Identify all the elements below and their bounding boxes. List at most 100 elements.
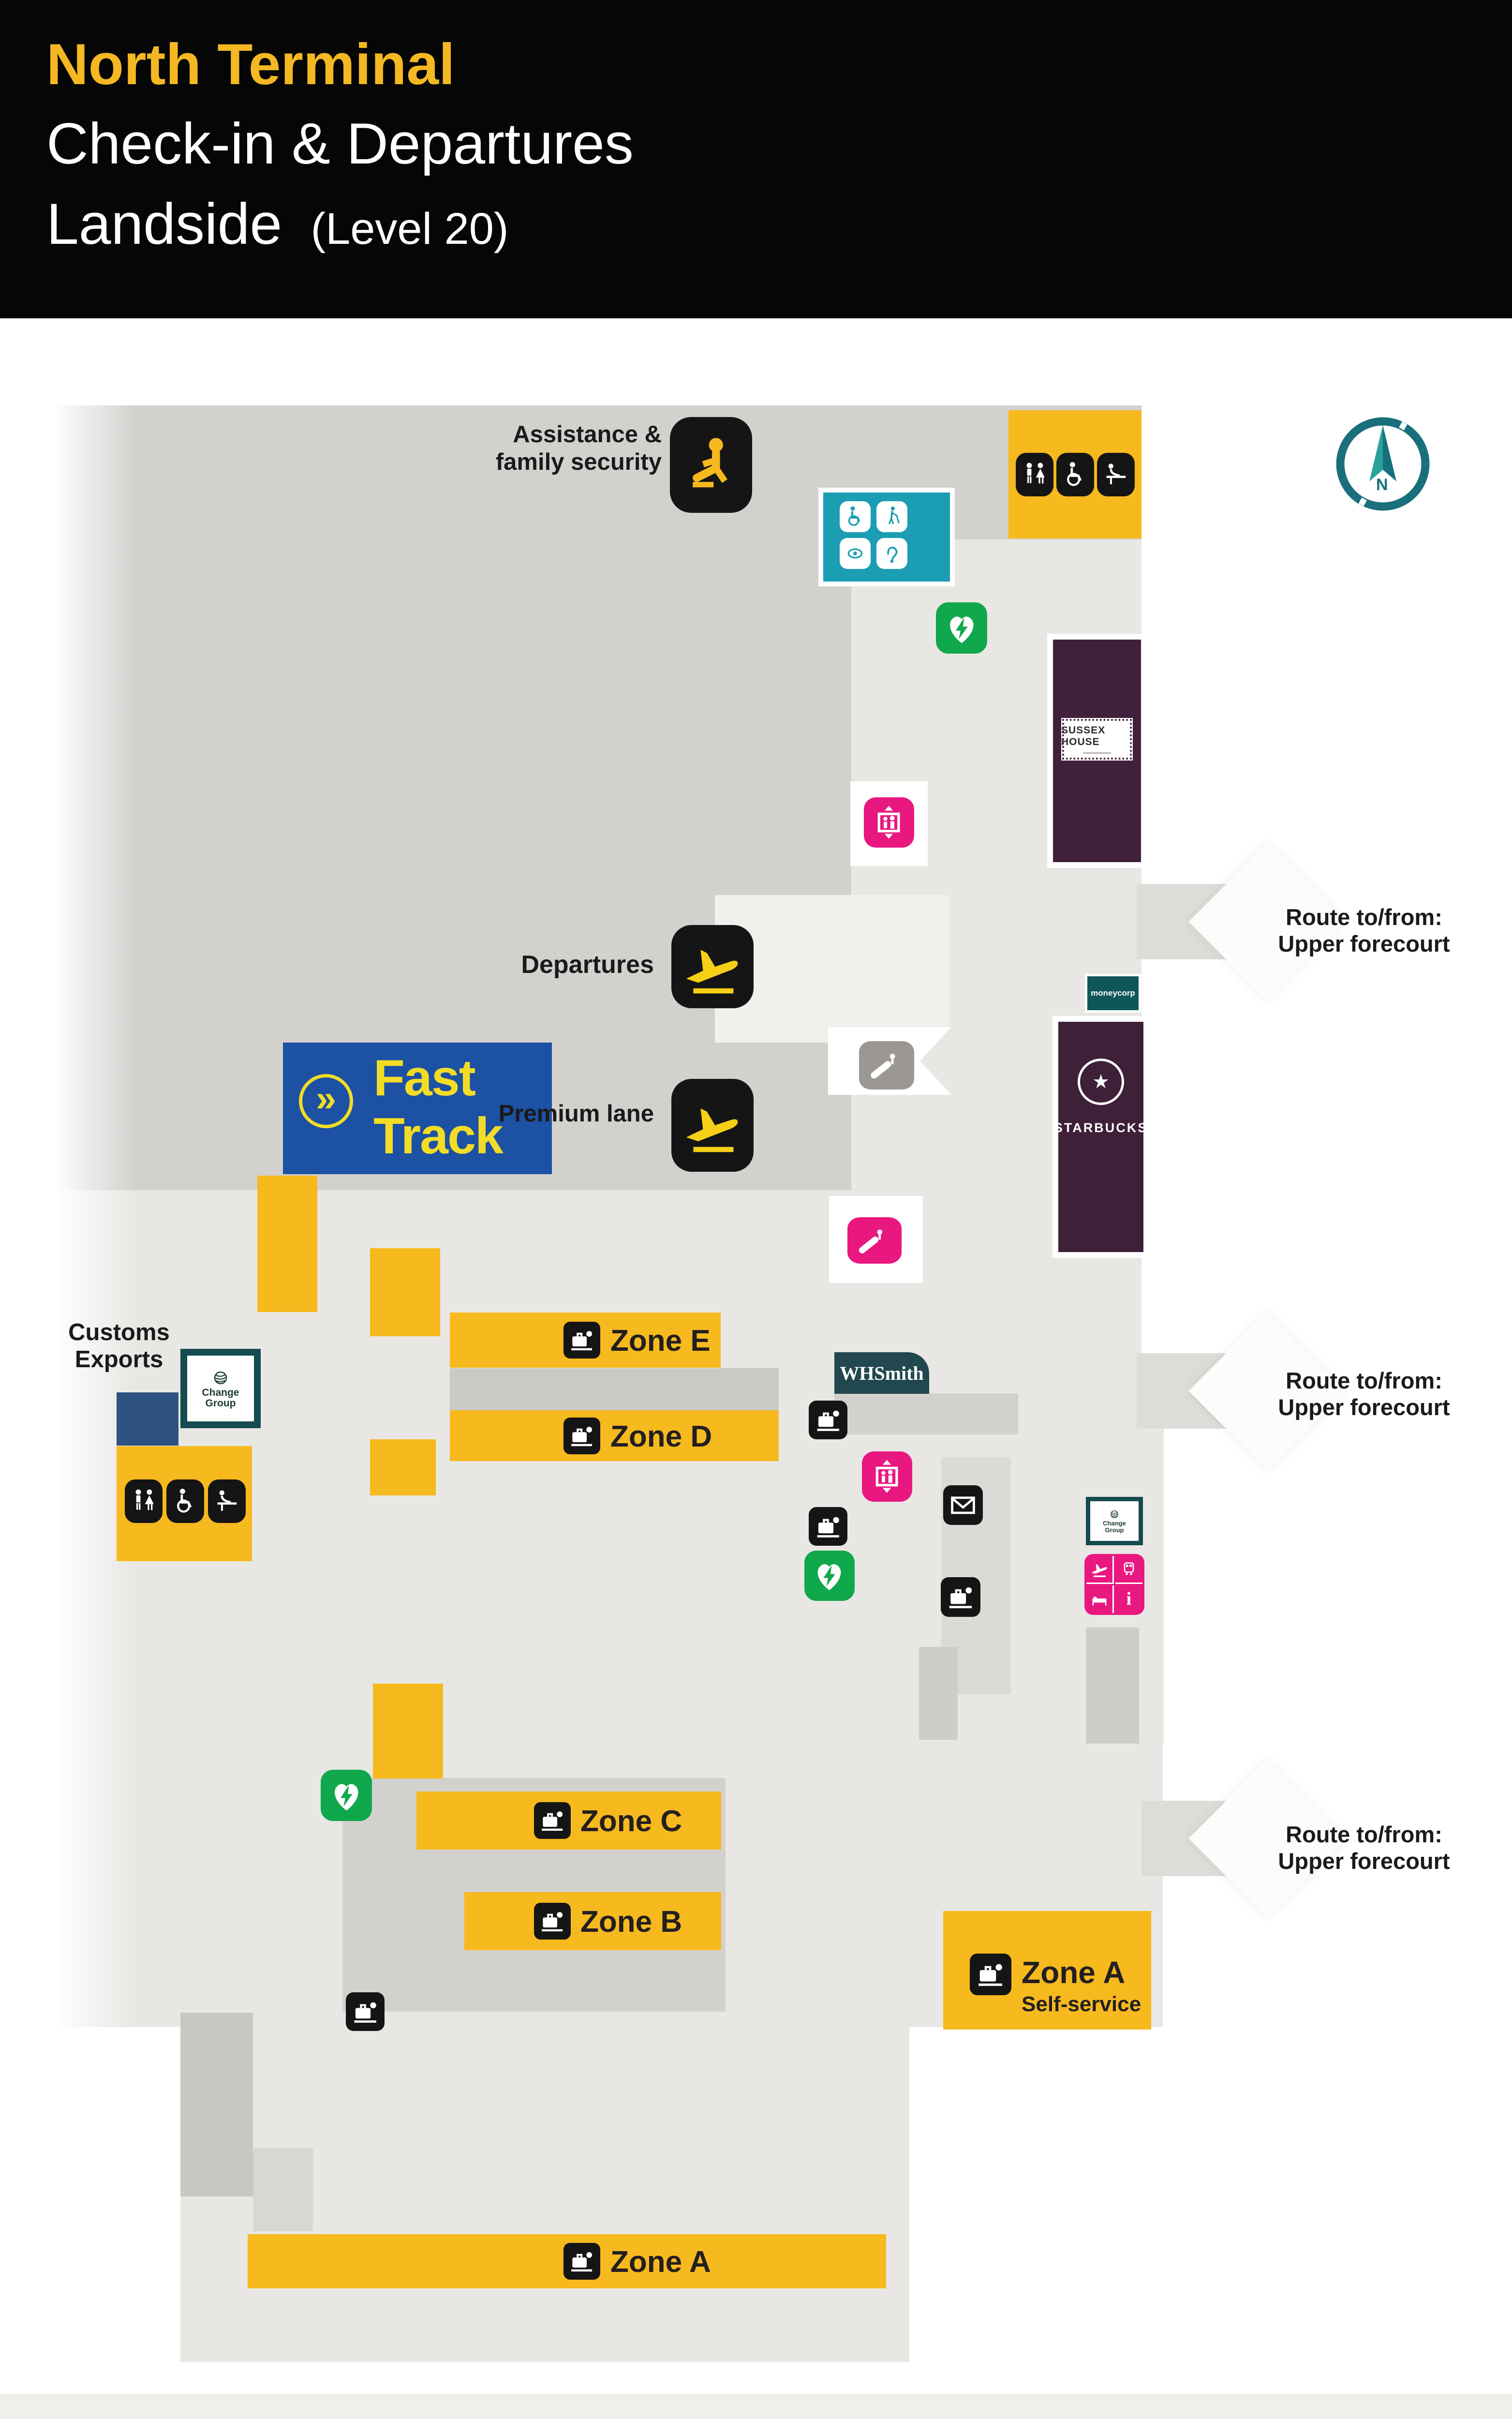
- wall-lower-left-2: [253, 2148, 313, 2231]
- flights-icon: [1086, 1556, 1114, 1584]
- level-label: (Level 20): [311, 204, 509, 254]
- baby-change-icon: [1097, 453, 1135, 496]
- departures-plane-icon: [671, 925, 754, 1008]
- change-group-globe-icon-2: [1109, 1508, 1120, 1520]
- zone-d-desk: [450, 1410, 779, 1461]
- zone-a-checkin-icon: [563, 2243, 600, 2280]
- defibrillator-icon-2: [804, 1551, 855, 1601]
- bag-drop-icon-4: [346, 1992, 385, 2031]
- sussex-house-label: SUSSEX HOUSE: [1061, 725, 1106, 747]
- visually-impaired-icon: [876, 501, 907, 532]
- zone-connector-2: [370, 1248, 440, 1336]
- moneycorp-label: moneycorp: [1091, 988, 1135, 998]
- route-label-3-line1: Route to/from:: [1286, 1822, 1442, 1847]
- svg-text:N: N: [1376, 476, 1388, 494]
- zone-b-checkin-icon: [534, 1903, 571, 1940]
- footer-band: [0, 2394, 1512, 2419]
- assistance-label-line2: family security: [495, 449, 662, 475]
- fast-track-chevron-icon: »: [299, 1074, 353, 1128]
- route-label-3-line2: Upper forecourt: [1278, 1848, 1450, 1874]
- toilets-icon-2: [125, 1479, 163, 1523]
- post-box-icon: [943, 1485, 983, 1525]
- premium-lane-plane-icon: [671, 1079, 754, 1172]
- hearing-loop-icon: [876, 538, 907, 569]
- wall-band-top: [58, 405, 1141, 539]
- shop-moneycorp: moneycorp: [1085, 974, 1141, 1013]
- change-group-1-line1: Change: [202, 1387, 239, 1398]
- accessible-toilet-icon: [1056, 453, 1094, 496]
- escalator-icon-pink: [847, 1217, 902, 1264]
- fast-track-label-line2: Track: [373, 1107, 504, 1165]
- route-label-3: Route to/from: Upper forecourt: [1243, 1821, 1485, 1874]
- accessible-toilet-icon-2: [166, 1479, 204, 1523]
- baby-change-icon-2: [208, 1479, 246, 1523]
- change-group-kiosk-1: Change Group: [180, 1349, 261, 1428]
- customs-label-line2: Exports: [74, 1346, 163, 1373]
- zone-connector-3: [370, 1439, 436, 1495]
- corridor-zone-ed: [450, 1368, 779, 1411]
- wheelchair-icon: [840, 501, 871, 532]
- premium-lane-label: Premium lane: [498, 1101, 654, 1127]
- route-label-2-line2: Upper forecourt: [1278, 1394, 1450, 1420]
- floor-left-fade: [58, 405, 135, 2027]
- departures-label: Departures: [521, 951, 654, 979]
- assistance-label: Assistance & family security: [435, 421, 662, 476]
- defibrillator-icon-1: [936, 602, 987, 654]
- zone-b-desk: [464, 1892, 721, 1950]
- lift-icon-2: [862, 1451, 912, 1502]
- route-label-1-line1: Route to/from:: [1286, 904, 1442, 930]
- wall-whsmith-band: [834, 1393, 1018, 1434]
- page-area-line: Landside (Level 20): [46, 191, 509, 257]
- change-group-globe-icon: [211, 1368, 230, 1388]
- hotel-icon: [1086, 1585, 1114, 1613]
- whsmith-label: WHSmith: [840, 1362, 924, 1384]
- change-group-1-line2: Group: [205, 1398, 236, 1409]
- escalator-icon-gray: [859, 1041, 914, 1090]
- customs-office: [117, 1392, 178, 1446]
- starbucks-logo: ★: [1078, 1059, 1124, 1105]
- transport-info-tile: i: [1084, 1554, 1144, 1615]
- zone-connector-4: [373, 1684, 443, 1778]
- zone-connector-1: [257, 1176, 317, 1312]
- zone-b-label: Zone B: [580, 1905, 682, 1939]
- zone-a-self-label: Zone A: [1022, 1955, 1126, 1990]
- escalator-band-notch: [920, 1027, 951, 1095]
- page-subtitle: Check-in & Departures: [46, 111, 634, 176]
- customs-exports-label: Customs Exports: [29, 1319, 209, 1373]
- bag-drop-icon-3: [941, 1577, 980, 1617]
- header-banner: [0, 0, 1512, 318]
- zone-a-label: Zone A: [610, 2245, 711, 2279]
- starbucks-siren-glyph: ★: [1092, 1071, 1110, 1092]
- assistance-label-line1: Assistance &: [513, 421, 662, 448]
- bag-drop-icon-2: [809, 1507, 847, 1546]
- route-label-2-line1: Route to/from:: [1286, 1368, 1442, 1393]
- area-label: Landside: [46, 192, 282, 256]
- customs-label-line1: Customs: [68, 1319, 170, 1345]
- defibrillator-icon-3: [321, 1770, 372, 1821]
- floor-edge-strip: [1141, 1422, 1164, 1743]
- bag-drop-icon-1: [809, 1401, 847, 1439]
- fast-track-label-line1: Fast: [373, 1049, 476, 1106]
- information-icon: i: [1126, 1589, 1132, 1610]
- route-label-1: Route to/from: Upper forecourt: [1243, 904, 1485, 957]
- zone-d-label: Zone D: [610, 1420, 712, 1453]
- security-area: [715, 895, 949, 1043]
- change-group-2-line1: Change: [1103, 1520, 1126, 1527]
- zone-a-self-checkin-icon: [970, 1954, 1011, 1995]
- zone-e-label: Zone E: [610, 1324, 711, 1358]
- change-group-2-line2: Group: [1105, 1526, 1124, 1534]
- shop-starbucks: [1052, 1016, 1149, 1258]
- sussex-house-sign: SUSSEX HOUSE: [1061, 718, 1133, 761]
- change-group-kiosk-2: Change Group: [1086, 1497, 1143, 1545]
- hidden-disability-icon: [840, 538, 871, 569]
- compass-north-icon: N: [1332, 413, 1434, 515]
- shop-whsmith: WHSmith: [834, 1352, 929, 1394]
- zone-c-label: Zone C: [580, 1805, 682, 1838]
- starbucks-label: STARBUCKS: [1053, 1120, 1148, 1135]
- sussex-house-subline: [1083, 752, 1111, 754]
- lift-icon-1: [864, 797, 914, 848]
- wall-small-stub: [919, 1647, 958, 1740]
- page-title: North Terminal: [46, 32, 455, 97]
- wall-lower-left: [180, 2013, 253, 2196]
